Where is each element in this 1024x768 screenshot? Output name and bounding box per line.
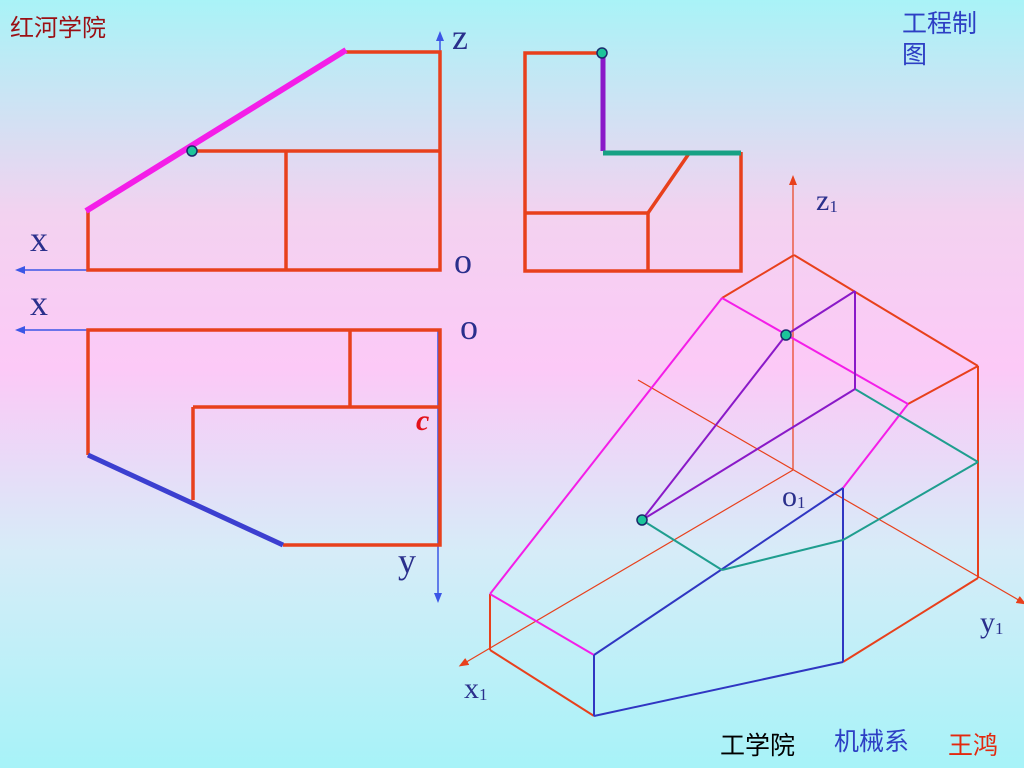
- top-view-axes: [15, 326, 442, 603]
- iso-edge: [641, 334, 787, 521]
- iso-y-subscript: 1: [995, 619, 1004, 638]
- front-slant-edge-highlight: [84, 47, 348, 214]
- iso-edge: [793, 254, 979, 367]
- iso-edge: [721, 297, 909, 405]
- iso-o-subscript: 1: [797, 493, 806, 512]
- front-o-label: o: [454, 241, 472, 281]
- iso-x-axis: [458, 469, 794, 667]
- iso-o-label: o1: [782, 480, 806, 514]
- iso-edge: [842, 577, 979, 663]
- iso-edge: [489, 297, 723, 595]
- iso-x-subscript: 1: [479, 685, 488, 704]
- iso-edge: [593, 661, 844, 717]
- side-view: [523, 51, 743, 273]
- front-outline: [86, 50, 442, 272]
- iso-o-letter: o: [782, 480, 797, 513]
- front-x-label: x: [30, 219, 48, 259]
- top-y-label: y: [398, 541, 416, 581]
- top-outline: [86, 328, 442, 547]
- footer-college: 工学院: [720, 731, 796, 760]
- footer-department: 机械系: [834, 727, 910, 756]
- iso-x-label: x1: [464, 672, 488, 706]
- iso-key-point-top: [780, 329, 792, 341]
- iso-edge: [641, 388, 856, 521]
- front-z-label: z: [452, 17, 468, 57]
- footer-author: 王鸿: [948, 731, 999, 760]
- iso-edge: [641, 519, 723, 571]
- front-key-point: [186, 145, 198, 157]
- side-outline: [523, 51, 743, 273]
- iso-z-subscript: 1: [829, 197, 838, 216]
- iso-edge: [489, 593, 595, 656]
- iso-edge: [842, 403, 909, 489]
- top-x-label: x: [30, 283, 48, 323]
- iso-axes: [458, 175, 1024, 667]
- iso-edge: [721, 539, 844, 571]
- iso-x-letter: x: [464, 672, 479, 705]
- iso-edge: [721, 254, 795, 299]
- iso-y-label: y1: [980, 606, 1004, 640]
- course-title: 工程制图: [902, 9, 978, 69]
- school-name: 红河学院: [10, 14, 106, 42]
- side-slant-edge: [646, 151, 692, 214]
- point-c-label: c: [416, 404, 430, 437]
- iso-key-point-left: [636, 514, 648, 526]
- iso-edge: [785, 290, 856, 336]
- top-o-label: o: [460, 307, 478, 347]
- iso-edge: [593, 487, 844, 656]
- side-key-point: [596, 47, 608, 59]
- iso-edge: [489, 649, 595, 717]
- iso-body: [489, 254, 979, 717]
- front-view-axes: [15, 31, 444, 274]
- iso-z-letter: z: [816, 184, 830, 217]
- iso-y-axis: [637, 379, 1024, 605]
- front-view: [84, 47, 442, 272]
- top-view: [86, 328, 442, 548]
- iso-edge: [907, 365, 979, 405]
- iso-z-label: z1: [816, 184, 838, 218]
- iso-edge: [842, 461, 979, 541]
- iso-y-letter: y: [980, 606, 995, 639]
- top-slant-edge-highlight: [86, 452, 285, 548]
- iso-edge: [854, 388, 979, 463]
